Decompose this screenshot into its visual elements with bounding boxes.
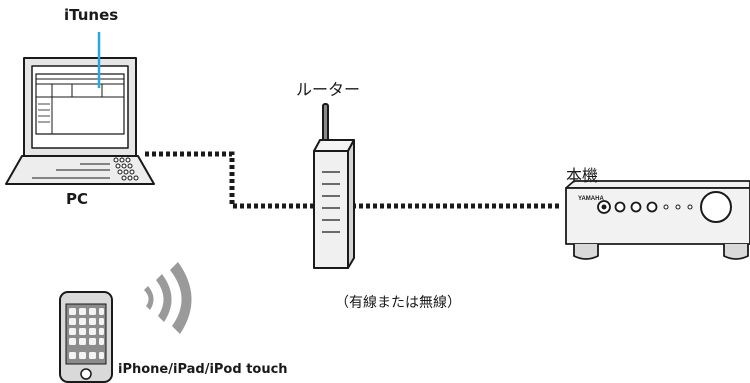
receiver-led-1 <box>663 204 669 210</box>
smartphone-app-grid <box>69 308 104 359</box>
receiver-led-2 <box>675 204 681 210</box>
smartphone-icon <box>59 291 113 383</box>
pc-icon <box>5 57 155 185</box>
router-front <box>313 150 349 269</box>
mobile-device-label: iPhone/iPad/iPod touch <box>118 362 288 377</box>
pc-to-router-cable <box>145 151 318 209</box>
wireless-signal-icon <box>144 262 192 334</box>
pc-label: PC <box>66 190 89 208</box>
receiver-button-2 <box>630 201 642 213</box>
receiver-icon: YAMAHA <box>565 180 750 260</box>
receiver-button-3 <box>646 201 658 213</box>
router-label: ルーター <box>296 80 361 99</box>
receiver-foot-right <box>723 244 749 260</box>
itunes-label: iTunes <box>64 6 119 24</box>
connection-type-label: （有線または無線） <box>335 295 461 311</box>
wired-connection-lines <box>145 151 562 209</box>
receiver-led-3 <box>687 204 693 210</box>
receiver-volume-knob <box>700 191 732 223</box>
receiver-foot-left <box>573 244 599 260</box>
unit-label: 本機 <box>566 166 599 185</box>
receiver-button-1 <box>614 201 626 213</box>
router-icon <box>313 103 355 269</box>
receiver-logo: YAMAHA <box>578 196 604 202</box>
pc-keypad <box>113 157 139 181</box>
smartphone-home-button <box>80 368 92 380</box>
